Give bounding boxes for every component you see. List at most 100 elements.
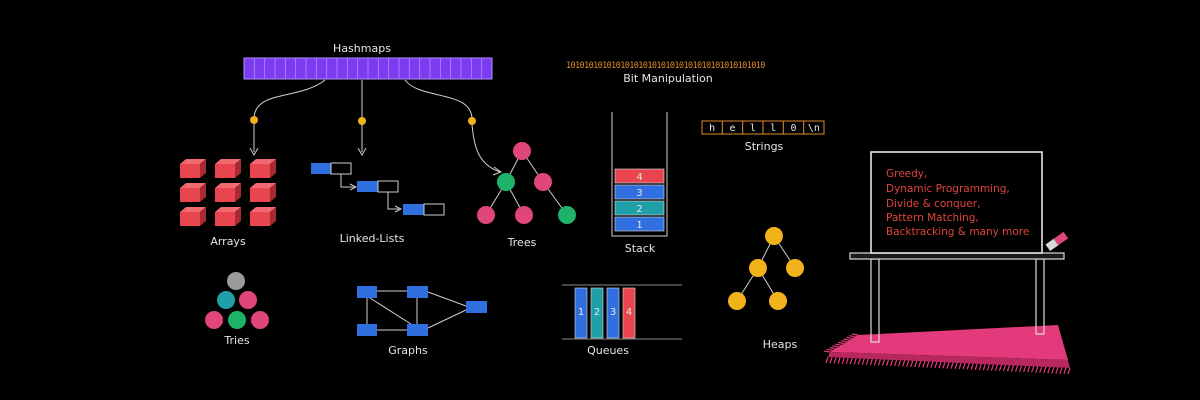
list-link (340, 174, 354, 188)
rug-tassel (1059, 367, 1063, 374)
rug-tassel (1051, 367, 1055, 374)
rug-tassel (1014, 365, 1019, 372)
trie-node (227, 272, 245, 290)
trie-node (205, 311, 223, 329)
rug-tassel (889, 359, 894, 367)
rug-tassel (893, 359, 898, 367)
rug-tassel (849, 335, 856, 338)
rug-tassel (1067, 367, 1071, 375)
queue-item (606, 287, 620, 339)
hashmap-bucket-dividers (253, 58, 483, 79)
rug-tassel (990, 364, 994, 371)
array-cube (250, 183, 276, 202)
array-cube (180, 183, 206, 202)
stack-label: Stack (625, 242, 656, 255)
stack-item (614, 184, 665, 200)
rug-tassel (906, 360, 910, 367)
board-line: Dynamic Programming, (886, 183, 1010, 195)
string-char: 0 (790, 123, 796, 134)
graph-node (466, 301, 487, 313)
stack-item-value: 4 (636, 172, 642, 183)
graphs-label: Graphs (388, 344, 428, 357)
rug-tassel (1010, 365, 1015, 372)
rug-tassel (843, 338, 850, 341)
rug-tassel (946, 362, 950, 369)
rug-tassel (1055, 367, 1059, 374)
rug-tassel (845, 357, 849, 365)
hashmaps-group: Hashmaps (243, 42, 503, 176)
table-leg (1035, 258, 1045, 335)
trees-label: Trees (507, 236, 537, 249)
string-char: e (729, 123, 735, 134)
hashmaps-label: Hashmaps (333, 42, 391, 55)
heaps-label: Heaps (763, 338, 798, 351)
rug-tassel (835, 343, 842, 346)
board-line: Pattern Matching, (886, 212, 979, 224)
rug-tassel (865, 358, 869, 366)
rug-tassel (851, 333, 859, 336)
queue-item-value: 4 (626, 307, 632, 318)
rug-tassel (846, 336, 853, 339)
array-cube (180, 159, 206, 178)
array-cubes (180, 159, 276, 226)
rug-tassel (994, 364, 998, 371)
stack-item-value: 1 (636, 220, 642, 231)
rug-tassel (1019, 365, 1023, 372)
arrowhead-icon (357, 147, 367, 157)
stack-container (611, 112, 668, 237)
rug-tassel (1006, 365, 1011, 372)
arrowhead-icon (349, 183, 358, 191)
stack-item (614, 216, 665, 232)
list-node-data (403, 204, 424, 215)
heap-node (728, 292, 746, 310)
rug-tassel (853, 358, 857, 365)
rug-tassel (938, 361, 942, 369)
strings-label: Strings (745, 140, 784, 153)
tree-node (515, 206, 533, 224)
rug-tassel (1039, 366, 1043, 373)
graph-node (407, 286, 428, 298)
queue-item (574, 287, 588, 339)
arrowhead-icon (492, 166, 503, 176)
rug-tassel (910, 360, 914, 368)
queue-item-value: 3 (610, 307, 616, 318)
rug-tassel (970, 363, 974, 370)
rug-tassel (1023, 365, 1027, 373)
rug-fringe (823, 333, 1071, 375)
string-char: l (750, 123, 756, 134)
rug-tassel (1027, 365, 1031, 373)
hash-dot (250, 116, 258, 124)
string-char: \n (808, 123, 820, 134)
table-leg (870, 258, 880, 343)
rug-tassel (873, 359, 877, 366)
rug-tassel (998, 364, 1003, 372)
rug-tassel (833, 357, 837, 364)
bit-manipulation-label: Bit Manipulation (623, 72, 713, 85)
list-node-pointer (330, 162, 352, 175)
queue-item-value: 2 (594, 307, 600, 318)
rug-tassel (934, 361, 938, 369)
tries-group: Tries (205, 272, 269, 347)
rug-tassel (922, 361, 926, 368)
rug-tassel (841, 357, 845, 364)
rug-tassel (962, 363, 966, 370)
rug-tassel (926, 361, 930, 368)
tree-node (558, 206, 576, 224)
array-cube (250, 207, 276, 226)
rug-tassel (982, 363, 986, 371)
rug-tassel (829, 356, 833, 364)
heaps-group: Heaps (728, 227, 804, 351)
hash-arrow-trees (404, 79, 473, 119)
graphs-group: Graphs (357, 286, 487, 357)
rug-tassel (974, 363, 978, 370)
rug-tassel (885, 359, 890, 366)
list-node-data (357, 181, 378, 192)
queues-label: Queues (587, 344, 629, 357)
list-link (387, 192, 399, 210)
rug-tassel (829, 347, 836, 350)
rug-tassel (881, 359, 886, 366)
hash-arrow-arrays (253, 79, 326, 119)
